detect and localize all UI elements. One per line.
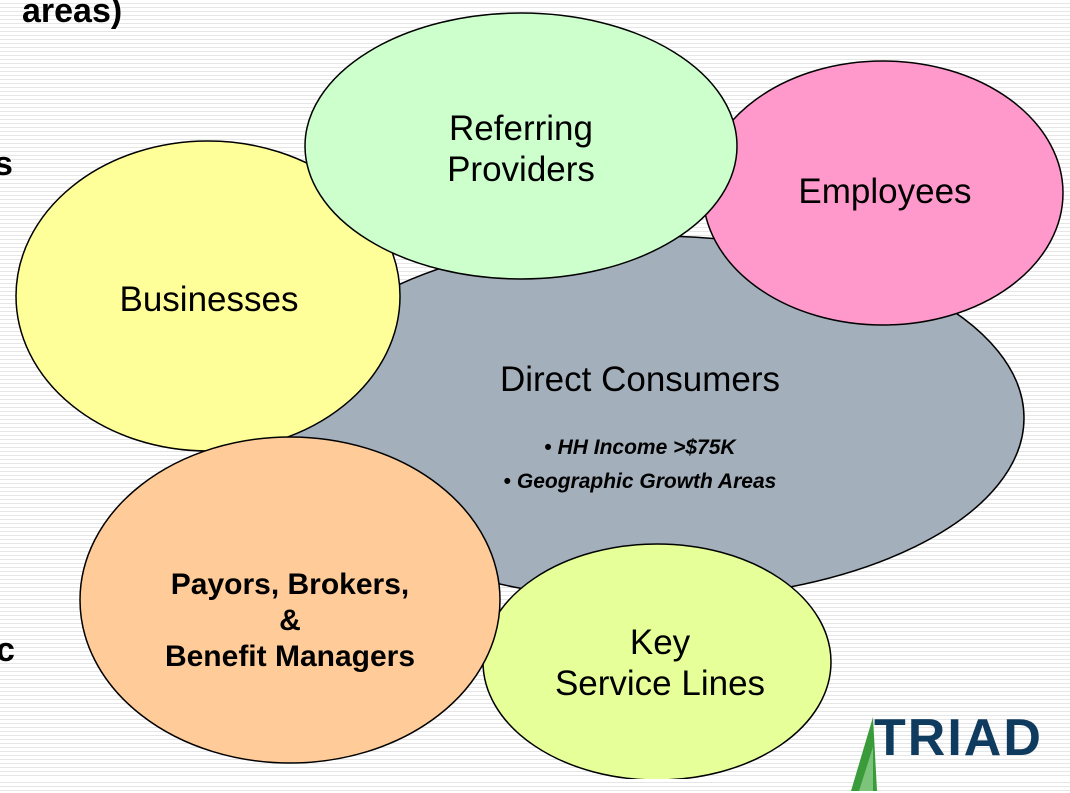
payors-line2: & xyxy=(279,604,301,637)
background-text-areas: areas) xyxy=(22,0,123,30)
background-text-c: c xyxy=(0,631,15,669)
payors-line3: Benefit Managers xyxy=(164,640,416,673)
payors-brokers-bubble xyxy=(79,436,501,764)
key-service-lines-label: Key Service Lines xyxy=(510,623,810,705)
direct-consumers-bullets: HH Income >$75K Geographic Growth Areas xyxy=(430,431,850,498)
bullet-hh-income: HH Income >$75K xyxy=(430,431,850,465)
businesses-label: Businesses xyxy=(119,280,299,319)
key-service-lines-line2: Service Lines xyxy=(554,663,766,703)
direct-consumers-title: Direct Consumers xyxy=(499,360,781,399)
referring-providers-line1: Referring xyxy=(449,109,593,148)
referring-providers-label: Referring Providers xyxy=(401,109,641,191)
triad-logo-text: TRIAD xyxy=(874,709,1043,767)
bullet-geographic-growth: Geographic Growth Areas xyxy=(430,465,850,499)
payors-brokers-label: Payors, Brokers, & Benefit Managers xyxy=(100,567,480,675)
key-service-lines-line1: Key xyxy=(629,623,691,662)
referring-providers-bubble xyxy=(304,12,738,280)
referring-providers-line2: Providers xyxy=(447,149,595,189)
payors-line1: Payors, Brokers, xyxy=(170,568,410,601)
employees-label: Employees xyxy=(798,172,972,211)
background-text-s: s xyxy=(0,145,13,183)
